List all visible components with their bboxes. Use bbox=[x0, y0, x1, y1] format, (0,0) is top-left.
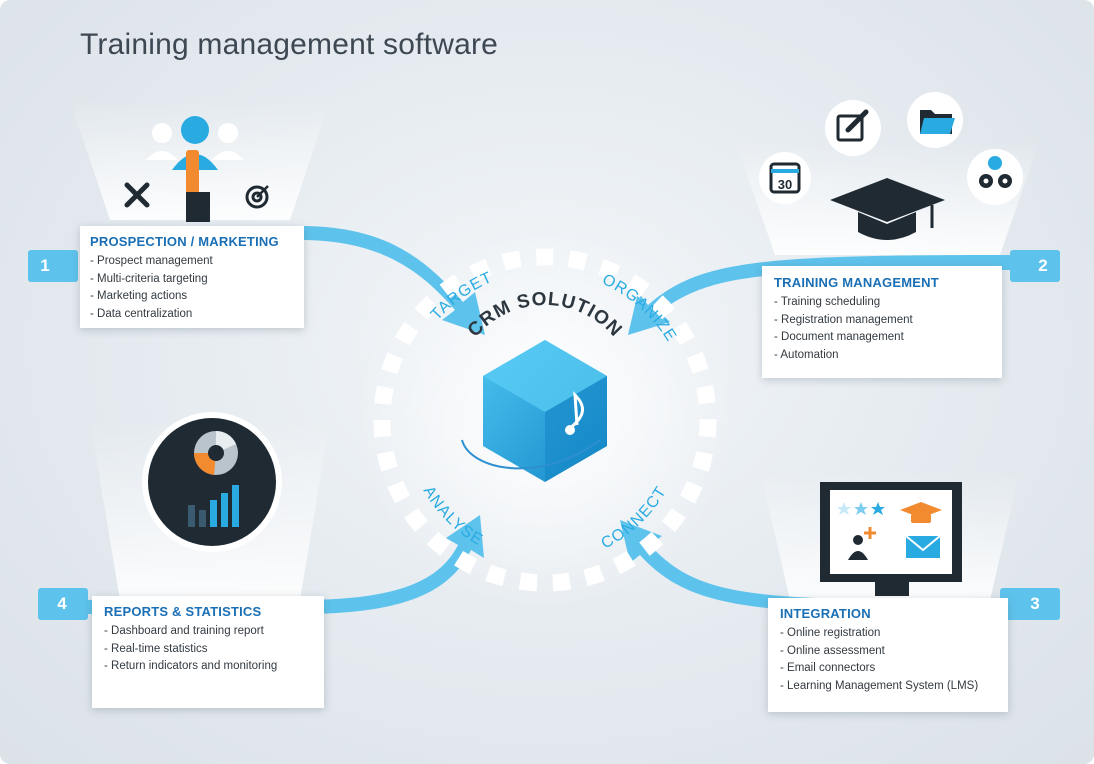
step-1-list: Prospect management Multi-criteria targe… bbox=[90, 253, 294, 323]
monitor-icon bbox=[820, 482, 962, 596]
cube-logo-icon bbox=[461, 340, 607, 482]
pie-chart-icon bbox=[193, 431, 238, 475]
pencil-ruler-icon bbox=[124, 182, 150, 208]
arrow-2 bbox=[628, 255, 1010, 335]
number-tab-1 bbox=[28, 250, 78, 282]
list-item: Email connectors bbox=[780, 660, 996, 678]
step-2-list: Training scheduling Registration managem… bbox=[774, 294, 990, 364]
arrow-1 bbox=[300, 226, 485, 335]
step-3-list: Online registration Online assessment Em… bbox=[780, 625, 996, 695]
step-4-number: 4 bbox=[57, 594, 67, 613]
folder-icon bbox=[907, 92, 963, 148]
mini-cap-icon bbox=[900, 502, 942, 523]
step-3-number: 3 bbox=[1030, 594, 1040, 613]
list-item: Document management bbox=[774, 329, 990, 347]
step-2-card: TRAINING MANAGEMENT Training scheduling … bbox=[762, 266, 1002, 378]
list-item: Online assessment bbox=[780, 643, 996, 661]
list-item: Return indicators and monitoring bbox=[104, 658, 312, 676]
number-tab-3 bbox=[1000, 588, 1060, 620]
stars-icon bbox=[837, 502, 885, 515]
list-item: Learning Management System (LMS) bbox=[780, 678, 996, 696]
gears-icon bbox=[967, 149, 1023, 205]
list-item: Prospect management bbox=[90, 253, 294, 271]
calendar-icon: 30 bbox=[759, 152, 811, 204]
step-4-heading: REPORTS & STATISTICS bbox=[104, 604, 262, 619]
list-item: Data centralization bbox=[90, 306, 294, 324]
graduation-cap-icon bbox=[830, 178, 945, 240]
edit-icon bbox=[825, 100, 881, 156]
email-icon bbox=[905, 535, 941, 558]
user-group-icon bbox=[146, 116, 244, 222]
number-tab-4 bbox=[38, 588, 88, 620]
step-4-list: Dashboard and training report Real-time … bbox=[104, 623, 312, 676]
list-item: Automation bbox=[774, 347, 990, 365]
step-1-card: PROSPECTION / MARKETING Prospect managem… bbox=[80, 226, 304, 328]
arrow-3 bbox=[620, 520, 1005, 614]
calendar-day: 30 bbox=[778, 177, 792, 192]
list-item: Training scheduling bbox=[774, 294, 990, 312]
list-item: Registration management bbox=[774, 312, 990, 330]
step-4-card: REPORTS & STATISTICS Dashboard and train… bbox=[92, 596, 324, 708]
dashed-ring bbox=[373, 248, 717, 592]
step-2-heading: TRAINING MANAGEMENT bbox=[774, 275, 939, 290]
page-title: Training management software bbox=[80, 28, 499, 61]
list-item: Marketing actions bbox=[90, 288, 294, 306]
list-item: Multi-criteria targeting bbox=[90, 271, 294, 289]
list-item: Real-time statistics bbox=[104, 641, 312, 659]
add-user-icon bbox=[848, 527, 876, 560]
list-item: Dashboard and training report bbox=[104, 623, 312, 641]
report-badge bbox=[142, 412, 282, 552]
step-1-heading: PROSPECTION / MARKETING bbox=[90, 234, 279, 249]
step-2-number: 2 bbox=[1038, 256, 1048, 275]
step-3-heading: INTEGRATION bbox=[780, 606, 871, 621]
step-1-number: 1 bbox=[40, 256, 50, 275]
number-tab-2 bbox=[1010, 250, 1060, 282]
list-item: Online registration bbox=[780, 625, 996, 643]
bar-chart-icon bbox=[188, 485, 239, 527]
step-3-card: INTEGRATION Online registration Online a… bbox=[768, 598, 1008, 712]
target-icon bbox=[245, 185, 269, 209]
